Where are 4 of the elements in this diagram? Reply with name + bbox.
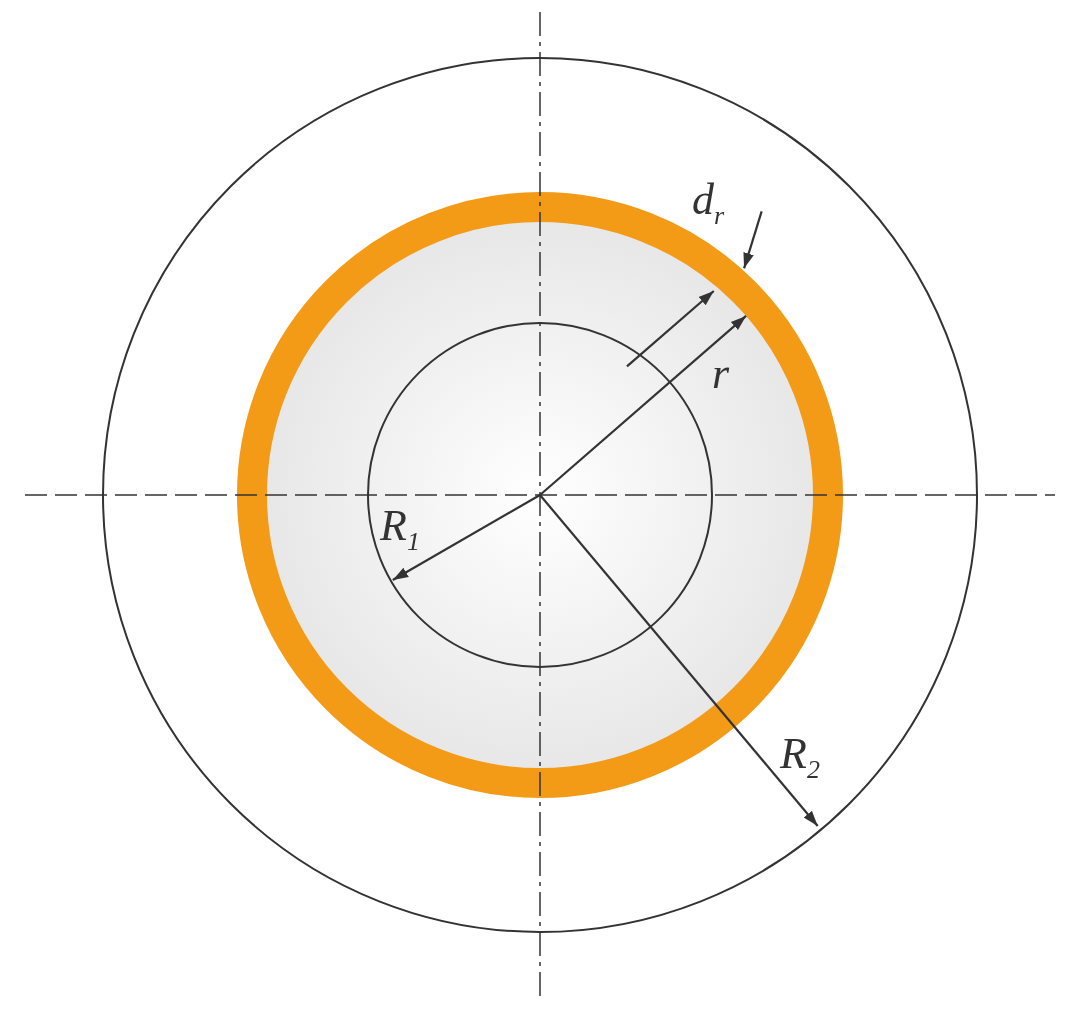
dimension-label: R$_{1}$: [380, 504, 420, 555]
dimension-label: R$_{2}$: [780, 732, 820, 783]
dimension-label: d$_{r}$: [692, 178, 725, 229]
dimension-label: r: [712, 352, 730, 396]
